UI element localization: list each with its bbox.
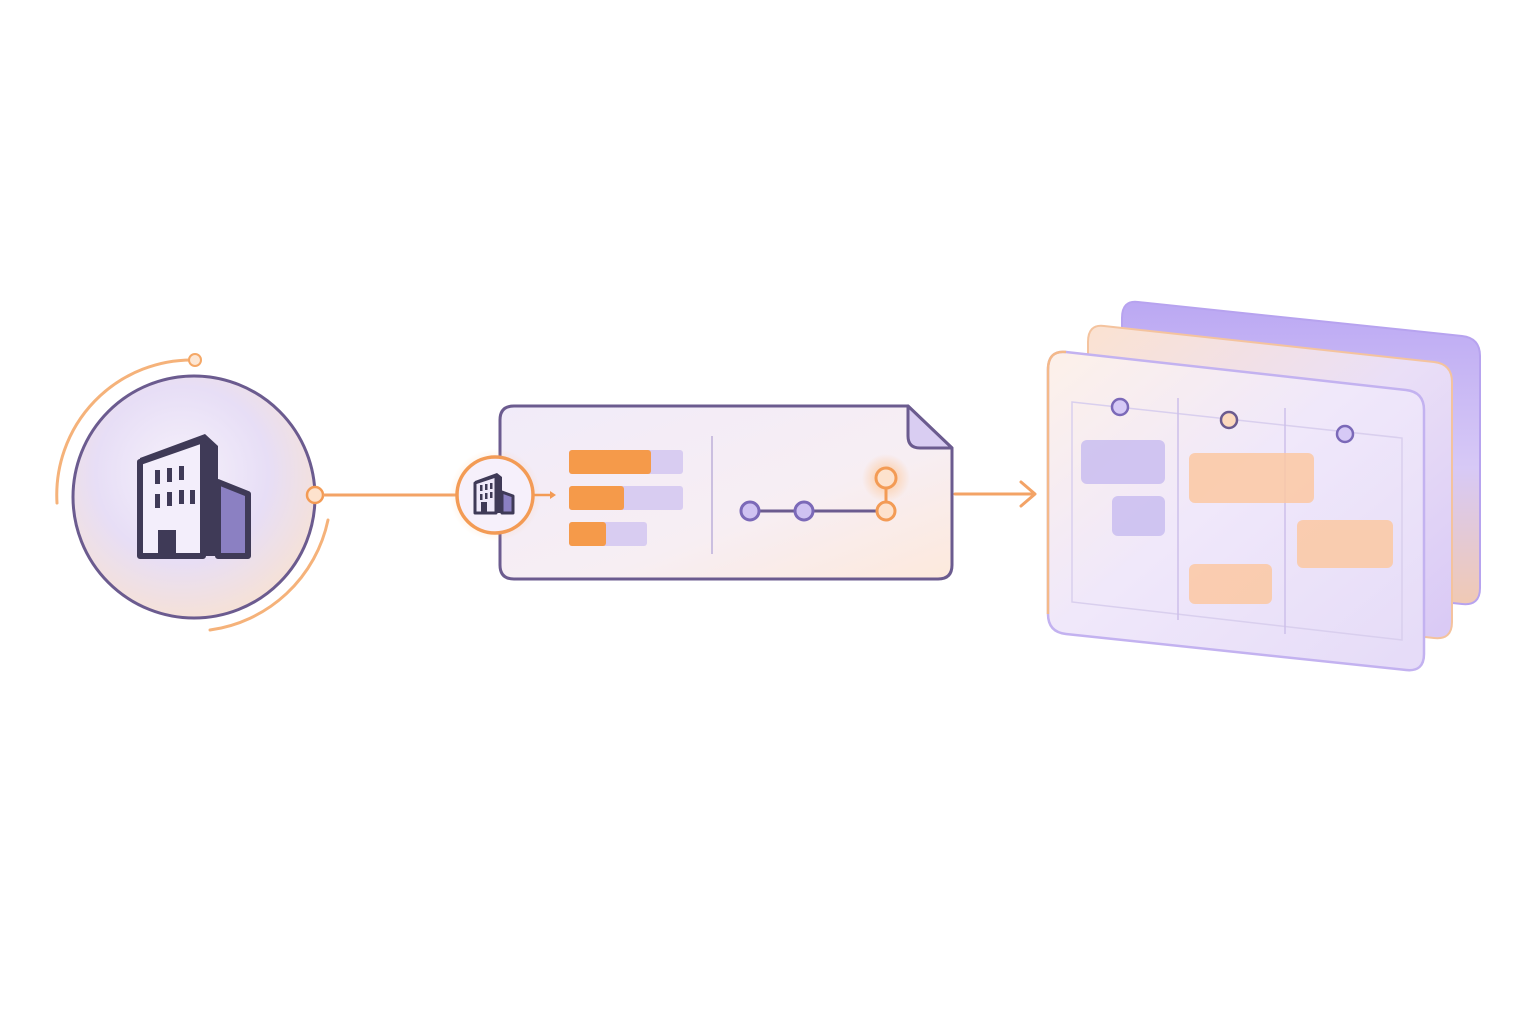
progress-fill-2 (569, 486, 624, 510)
building-icon (473, 473, 515, 515)
board-card (1112, 496, 1165, 536)
badge-arrow-head (550, 491, 556, 499)
badge-node (449, 449, 556, 541)
board-layer-front-edge (1046, 350, 1067, 614)
board-card (1297, 520, 1393, 568)
source-port (305, 485, 325, 505)
building-icon (137, 434, 251, 559)
arrow-right-icon (953, 480, 1037, 508)
orbit-dot (188, 353, 202, 367)
orbit-arc-bottom (208, 518, 330, 632)
timeline-highlight-point (874, 466, 898, 490)
document-card (498, 404, 954, 581)
timeline-point-1 (739, 500, 761, 522)
document-fold-corner (906, 404, 954, 450)
timeline (739, 454, 910, 522)
board-stack (1046, 300, 1481, 672)
board-column-dot-1 (1110, 397, 1130, 417)
board-column-dot-3 (1335, 424, 1355, 444)
board-card (1189, 453, 1314, 503)
source-node (55, 353, 330, 632)
progress-fill-3 (569, 522, 606, 546)
board-card (1189, 564, 1272, 604)
board-grid-frame (1071, 401, 1403, 641)
board-layer-front (1046, 350, 1426, 672)
timeline-point-2 (793, 500, 815, 522)
board-card (1081, 440, 1165, 484)
progress-fill-1 (569, 450, 651, 474)
progress-bars (569, 450, 683, 546)
board-column-dot-2 (1219, 410, 1239, 430)
timeline-point-3 (875, 500, 897, 522)
orbit-arc-top (55, 358, 197, 505)
